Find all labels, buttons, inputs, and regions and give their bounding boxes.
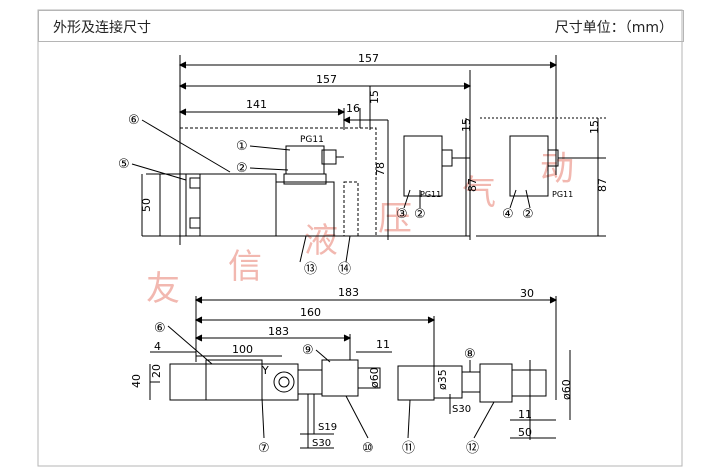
callout-2-right: ② — [522, 207, 534, 222]
header-bar: 外形及连接尺寸 尺寸单位：（mm） — [38, 10, 684, 42]
s30-label-a: S30 — [312, 438, 331, 449]
bottom-view-dims: 183 160 183 4 100 11 30 40 20 ø60 ø35 ø6… — [130, 286, 573, 456]
pg11-label-main: PG11 — [300, 135, 324, 145]
watermark-char-1: 友 — [146, 269, 180, 309]
callout-7: ⑦ — [258, 441, 270, 456]
dim-157-b: 157 — [316, 73, 337, 86]
dim-141: 141 — [246, 98, 267, 111]
s19-label: S19 — [318, 422, 337, 433]
dim-15-right: 15 — [588, 120, 601, 134]
dim-40: 40 — [130, 374, 143, 388]
pg11-label-right: PG11 — [552, 190, 573, 199]
dim-15-mid: 15 — [460, 118, 473, 132]
dim-100: 100 — [232, 343, 253, 356]
dim-50: 50 — [518, 426, 532, 439]
callout-2: ② — [236, 161, 248, 176]
dim-4: 4 — [154, 340, 161, 353]
callout-6-bottom: ⑥ — [154, 321, 166, 336]
callout-5: ⑤ — [118, 157, 130, 172]
dim-160: 160 — [300, 306, 321, 319]
watermark-char-3: 液 — [304, 221, 338, 261]
dim-11-b: 11 — [518, 408, 532, 421]
bottom-view — [149, 296, 571, 449]
watermark-char-6: 动 — [540, 149, 574, 189]
dim-87-a: 87 — [466, 178, 479, 192]
outer-border — [37, 9, 683, 467]
dim-183-mid: 183 — [268, 325, 289, 338]
callout-8: ⑧ — [464, 347, 476, 362]
top-view-dims: 157 157 141 16 15 15 15 50 78 87 87 PG11… — [118, 52, 609, 277]
header-title: 外形及连接尺寸 — [53, 20, 151, 36]
dim-20: 20 — [150, 364, 163, 378]
dim-78: 78 — [374, 162, 387, 176]
callout-11: ⑪ — [402, 441, 415, 456]
watermark-char-2: 信 — [228, 247, 262, 287]
dim-16: 16 — [346, 102, 360, 115]
dim-dia35: ø35 — [436, 369, 449, 390]
dim-50: 50 — [140, 198, 153, 212]
dim-87-b: 87 — [596, 178, 609, 192]
callout-6-top: ⑥ — [128, 113, 140, 128]
watermark-char-5: 气 — [462, 173, 496, 213]
callout-10: ⑩ — [362, 441, 374, 456]
callout-12: ⑫ — [466, 441, 479, 456]
pg11-label-mid: PG11 — [420, 190, 441, 199]
dim-157-a: 157 — [358, 52, 379, 65]
callout-4: ④ — [502, 207, 514, 222]
dim-15-top: 15 — [368, 90, 381, 104]
callout-1: ① — [236, 139, 248, 154]
top-view — [131, 55, 606, 263]
watermark: 友 信 液 压 气 动 — [146, 149, 574, 309]
callout-14: ⑭ — [338, 262, 351, 277]
dim-dia60-b: ø60 — [560, 379, 573, 400]
s30-label-b: S30 — [452, 404, 471, 415]
y-port-label: Y — [261, 364, 269, 377]
dim-30: 30 — [520, 287, 534, 300]
callout-3: ③ — [396, 207, 408, 222]
callout-2-mid: ② — [414, 207, 426, 222]
callout-9: ⑨ — [302, 343, 314, 358]
callout-13: ⑬ — [304, 262, 317, 277]
dim-dia60-a: ø60 — [368, 367, 381, 388]
watermark-char-4: 压 — [378, 199, 412, 239]
dim-11-a: 11 — [376, 338, 390, 351]
dimension-unit-label: 尺寸单位：（mm） — [554, 20, 673, 36]
dim-183-top: 183 — [338, 286, 359, 299]
